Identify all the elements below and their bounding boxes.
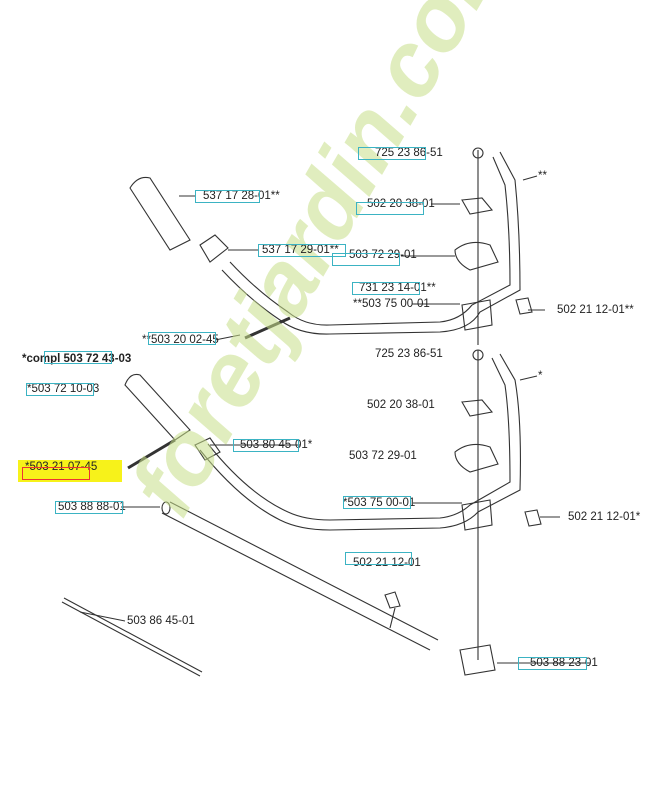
part-label: 503 88 23-01 <box>530 657 598 669</box>
hotspot-502-21-12-01[interactable] <box>345 552 412 565</box>
hotspot-503-88-88-01[interactable] <box>55 501 123 514</box>
part-label: *503 72 10-03 <box>27 383 100 395</box>
grip-lower <box>124 373 191 441</box>
part-label: 503 88 88-01 <box>58 501 126 513</box>
part-label: *503 75 00-01 <box>343 497 416 509</box>
hotspot-537-17-29-01[interactable] <box>258 244 346 257</box>
shaft-tube <box>161 501 439 651</box>
star-marker: * <box>538 370 543 382</box>
hotspot-503-21-07-45-selected[interactable] <box>22 467 90 480</box>
hotspot-503-80-45-01[interactable] <box>233 439 299 452</box>
drive-cable <box>61 597 203 677</box>
double-star-marker: ** <box>538 170 547 182</box>
lower-handlebar <box>199 353 521 531</box>
hotspot-503-72-29-01[interactable] <box>332 253 400 266</box>
part-label: 503 80 45-01* <box>240 439 313 451</box>
hotspot-725-23-86-51[interactable] <box>358 147 426 160</box>
part-label: 731 23 14-01** <box>359 282 436 294</box>
hotspot-731-23-14-01[interactable] <box>352 282 420 295</box>
hotspot-503-75-00-01[interactable] <box>343 496 411 509</box>
part-label: 503 86 45-01 <box>127 615 195 627</box>
hotspot-503-72-10-03[interactable] <box>26 383 94 396</box>
part-label: **503 75 00-01 <box>353 298 430 310</box>
selected-part-highlight <box>18 460 122 482</box>
hotspot-503-20-02-45[interactable] <box>148 332 216 345</box>
part-label: 502 21 12-01 <box>353 557 421 569</box>
part-label: 502 21 12-01* <box>568 511 641 523</box>
part-label: 502 20 38-01 <box>367 198 435 210</box>
hotspot-537-17-28-01[interactable] <box>195 190 260 203</box>
part-label: *compl 503 72 43-03 <box>22 353 132 365</box>
hotspot-503-88-23-01[interactable] <box>518 657 587 670</box>
part-label: 503 72 29-01 <box>349 450 417 462</box>
part-label: 502 20 38-01 <box>367 399 435 411</box>
part-label: **503 20 02-45 <box>142 334 219 346</box>
part-label: 537 17 28-01** <box>203 190 280 202</box>
upper-handlebar <box>221 151 521 335</box>
hotspot-502-20-38-01[interactable] <box>356 202 424 215</box>
part-label: 502 21 12-01** <box>557 304 634 316</box>
hotspot-503-72-43-03[interactable] <box>44 351 112 364</box>
part-label: 725 23 86-51 <box>375 348 443 360</box>
grip-upper <box>129 176 191 251</box>
part-label: 537 17 29-01** <box>262 244 339 256</box>
